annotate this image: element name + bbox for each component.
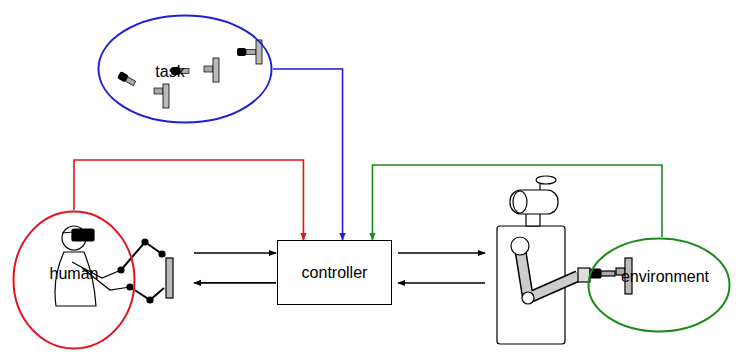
screw-shaft [246, 50, 256, 55]
task-icons [117, 40, 262, 108]
ellipse-outline [14, 212, 135, 349]
robot-head-cap [513, 191, 527, 213]
joint [147, 297, 153, 303]
joint [127, 284, 133, 290]
arm-outline [520, 248, 578, 298]
bar-with-nut [204, 58, 219, 82]
bar-with-nut [154, 84, 169, 108]
node-label: task [155, 62, 184, 81]
screw-shaft [601, 271, 615, 276]
command-arrow [398, 252, 485, 253]
node-label: human [50, 264, 99, 283]
camera [536, 176, 556, 184]
shoulder [511, 237, 529, 255]
feedback-arrow [194, 282, 276, 284]
bar [213, 58, 219, 82]
node-label: environment [621, 267, 709, 286]
screw-shaft [125, 77, 135, 86]
process-box: controller [277, 240, 392, 305]
robot-head [510, 190, 558, 214]
environment-ellipse: environment [587, 237, 731, 333]
elbow [522, 292, 534, 304]
arm [520, 248, 578, 298]
environment-input-line [372, 165, 662, 240]
screw-head [237, 48, 246, 56]
ellipse-outline [97, 14, 273, 124]
human-ellipse: human [12, 210, 136, 350]
bar [166, 258, 173, 298]
ellipse-outline [589, 239, 730, 332]
feedback-arrow [398, 282, 485, 283]
vr-headset [72, 229, 94, 241]
screw-icon [117, 71, 137, 87]
joint [142, 239, 148, 245]
camera-stalk [539, 183, 540, 190]
node-label: controller [302, 263, 368, 282]
assembled-part [237, 40, 262, 64]
joint [118, 267, 124, 273]
human-input-line [74, 160, 303, 240]
task-input-line [273, 69, 343, 240]
nut [154, 88, 163, 94]
ellipse-outline [99, 16, 272, 123]
nut [204, 66, 213, 72]
command-arrow [194, 252, 276, 254]
task-ellipse: task [97, 14, 273, 124]
bar [163, 84, 169, 108]
joint [159, 251, 165, 257]
headset-strap [62, 232, 73, 233]
